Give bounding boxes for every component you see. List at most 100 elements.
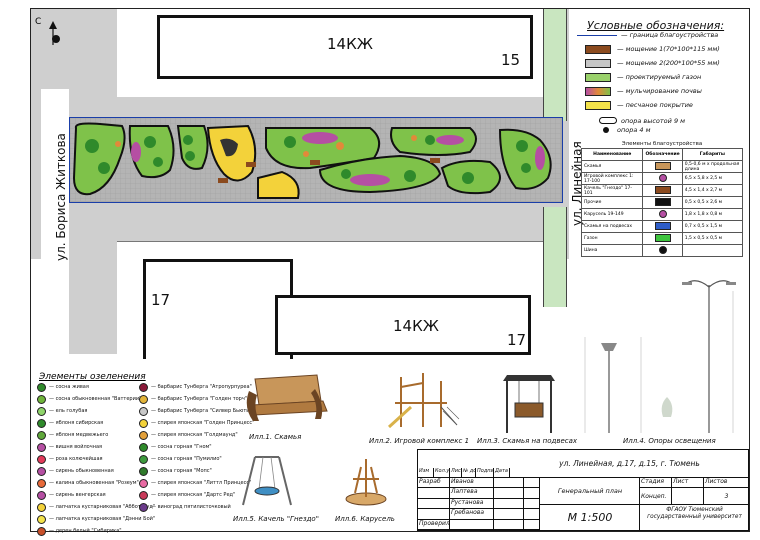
greenery-item: — яблоня медвежьего xyxy=(49,432,109,438)
plant-symbol-icon xyxy=(139,479,148,488)
stamp-role-cell: Проверил xyxy=(418,519,450,530)
element-symbol-icon xyxy=(654,221,671,230)
stamp-organization: ФГАОУ Тюменский государственный универси… xyxy=(647,507,742,520)
plant-symbol-icon xyxy=(139,419,148,428)
stamp-header-cell: Кол.уч xyxy=(434,468,450,478)
plant-symbol-icon xyxy=(139,467,148,476)
building-bottom-number: 17 xyxy=(507,331,527,349)
legend-light-short: опора 4 м xyxy=(617,126,651,134)
table-cell-name: Газон xyxy=(580,232,644,245)
greenery-item: — сосна обыкновенная "Ваттерии" xyxy=(49,396,142,402)
plant-symbol-icon xyxy=(139,455,148,464)
table-cell-symbol xyxy=(642,160,683,173)
table-row: Качель "Гнездо" 17-101 4,5 х 1,4 х 2,7 м xyxy=(580,184,744,197)
table-cell-symbol xyxy=(642,208,683,221)
green-strip-right xyxy=(543,9,567,121)
element-symbol-icon xyxy=(654,233,671,242)
stamp-sheet-header: Лист xyxy=(672,478,704,488)
plant-symbol-icon xyxy=(139,395,148,404)
plant-symbol-icon xyxy=(37,431,46,440)
table-header-name: Наименование xyxy=(580,148,644,161)
stamp-header-cell: Дата xyxy=(494,468,510,478)
plant-symbol-icon xyxy=(37,443,46,452)
plant-symbol-icon xyxy=(37,419,46,428)
legend-swatch-sand xyxy=(585,101,611,110)
greenery-item: — сосна горная "Пумилио" xyxy=(151,456,222,462)
caption-ill2: Илл.2. Игровой комплекс 1 xyxy=(369,437,470,445)
plant-symbol-icon xyxy=(139,431,148,440)
greenery-item: — калина обыкновенная "Розеум" xyxy=(49,480,139,486)
table-cell-name: Качель "Гнездо" 17-101 xyxy=(580,184,644,197)
legend-item-lawn: — проектируемый газон xyxy=(617,73,702,81)
hanging-bench-illustration xyxy=(499,367,559,435)
greenery-item: — ель голубая xyxy=(49,408,88,414)
stamp-sign-cell xyxy=(494,478,524,489)
stamp-drawing-name: Генеральный план xyxy=(540,478,640,505)
stamp-header-cell: № док xyxy=(462,468,476,478)
plant-symbol-icon xyxy=(37,515,46,524)
stamp-header-cell: Подпись xyxy=(476,468,494,478)
stamp-stage-header: Стадия xyxy=(640,478,672,488)
bench-illustration xyxy=(241,371,331,431)
greenery-item: — спирея японская "Дартс Ред" xyxy=(151,492,236,498)
greenery-item: — дерен белый "Сибирика" xyxy=(49,528,122,534)
stamp-name-cell: Гребанова xyxy=(450,509,494,520)
stamp-name-cell: Лаптева xyxy=(450,488,494,499)
stamp-name-cell: Иванов xyxy=(450,478,494,489)
stamp-name-cell xyxy=(450,519,494,530)
plant-symbol-icon xyxy=(37,527,46,536)
table-row: Шина xyxy=(580,244,744,257)
plant-symbol-icon xyxy=(139,491,148,500)
legend-swatch-lawn xyxy=(585,73,611,82)
table-cell-name: Игровой комплекс 1: 17-100 xyxy=(580,172,644,185)
north-arrow-icon xyxy=(41,19,65,49)
table-cell-size: 4,5 х 1,4 х 2,7 м xyxy=(681,184,744,197)
legend-item-paving2: — мощение 2(200*100*55 мм) xyxy=(617,59,720,67)
stamp-header-cell: Изм xyxy=(418,468,434,478)
table-cell-size: 0,5 х 0,5 х 2,6 м xyxy=(681,196,744,209)
element-symbol-icon xyxy=(654,161,671,170)
table-cell-size: 0,5-0,6 м х продольная длина xyxy=(681,160,744,173)
stamp-sheets-header: Листов xyxy=(704,478,748,488)
legend-light-tall: опора высотой 9 м xyxy=(621,117,686,125)
stamp-date-cell xyxy=(524,478,540,489)
drawing-sheet: 14КЖ 15 14КЖ 17 17 ул. Бориса Житкова ул… xyxy=(30,8,750,536)
greenery-item: — яблоня сибирская xyxy=(49,420,104,426)
legend-swatch-paving2 xyxy=(585,59,611,68)
lighting-poles-illustration xyxy=(579,277,743,437)
plant-symbol-icon xyxy=(139,503,148,512)
table-cell-symbol xyxy=(642,220,683,233)
building-bottom xyxy=(275,295,531,355)
caption-ill3: Илл.3. Скамья на подвесах xyxy=(477,437,578,445)
caption-ill1: Илл.1. Скамья xyxy=(249,433,302,441)
greenery-title: Элементы озеленения xyxy=(39,372,146,382)
stamp-role-cell: Разраб xyxy=(418,478,450,489)
legend-item-boundary: — граница благоустройства xyxy=(621,31,719,39)
greenery-item: — сосна живая xyxy=(49,384,89,390)
stamp-date-cell xyxy=(524,498,540,510)
plant-symbol-icon xyxy=(37,395,46,404)
plant-symbol-icon xyxy=(37,407,46,416)
greenery-item: — барбарис Тунберга "Силвер Бьюти" xyxy=(151,408,252,414)
greenery-item: — спирея японская "Голден Принцесс" xyxy=(151,420,255,426)
building-bottom-label: 14КЖ xyxy=(393,317,439,335)
caption-ill5: Илл.5. Качель "Гнездо" xyxy=(233,515,319,523)
building-bottom-left xyxy=(143,259,293,359)
table-cell-size xyxy=(681,244,744,257)
north-letter: С xyxy=(35,17,42,27)
stamp-date-cell xyxy=(524,519,540,530)
legend-title: Условные обозначения: xyxy=(587,19,725,32)
stamp-sheet-value xyxy=(672,488,704,505)
stamp-date-cell xyxy=(524,488,540,499)
table-cell-name: Карусель 19-149 xyxy=(580,208,644,221)
plant-symbol-icon xyxy=(37,491,46,500)
element-symbol-icon xyxy=(658,173,667,182)
nest-swing-illustration xyxy=(237,453,297,509)
table-cell-name: Шина xyxy=(580,244,644,257)
greenery-item: — лапчатка кустарниковая "Дэнни Бой" xyxy=(49,516,156,522)
plant-symbol-icon xyxy=(37,455,46,464)
stamp-sign-cell xyxy=(494,509,524,520)
